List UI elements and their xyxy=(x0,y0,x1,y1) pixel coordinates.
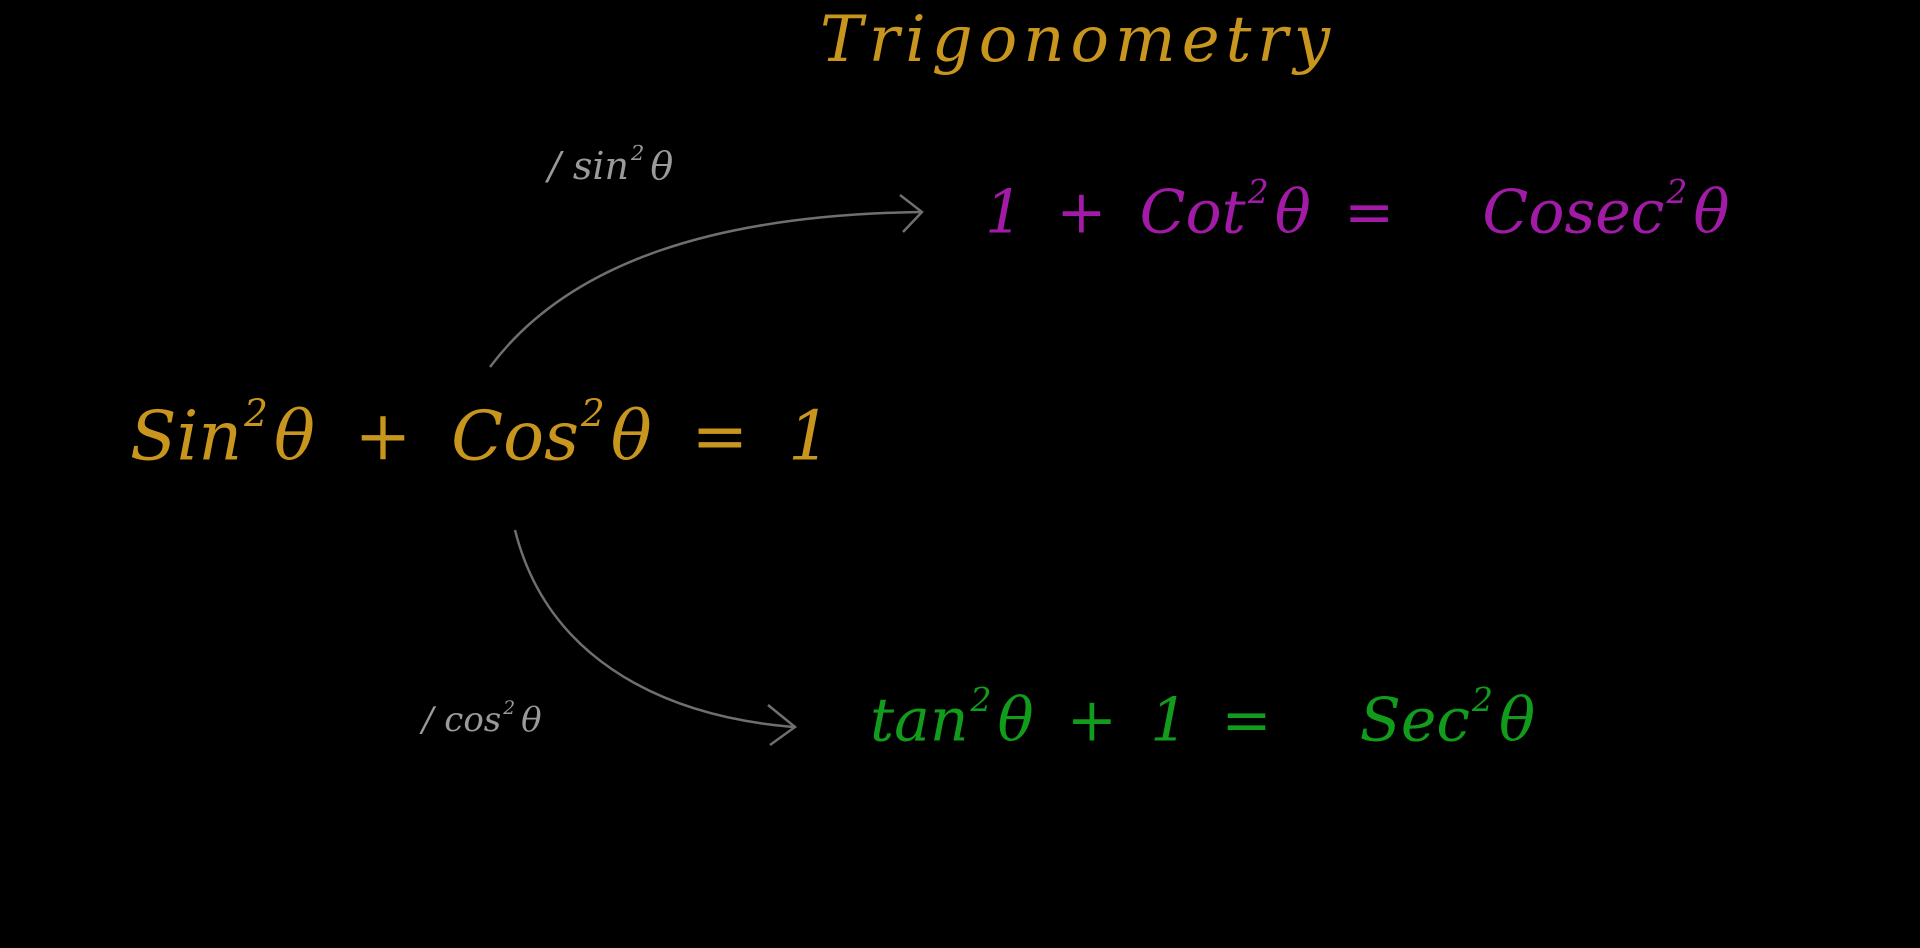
plus-sign: + xyxy=(1056,177,1107,248)
arrow-to-cot-identity xyxy=(488,210,921,368)
slash-mark: / xyxy=(422,699,434,740)
theta: θ xyxy=(610,397,652,477)
page-title: Trigonometry xyxy=(820,3,1337,77)
one: 1 xyxy=(985,177,1024,248)
sin-fn: sin xyxy=(572,143,630,188)
sin-fn: Sin xyxy=(130,397,243,477)
one: 1 xyxy=(1150,685,1189,756)
cos-fn: cos xyxy=(444,699,502,740)
arrow-head-top xyxy=(899,194,924,233)
equals-sign: = xyxy=(691,397,749,477)
rhs-one: 1 xyxy=(787,397,832,477)
theta: θ xyxy=(273,397,315,477)
cos-exponent: 2 xyxy=(503,698,516,719)
equals-sign: = xyxy=(1221,685,1272,756)
slash-mark: / xyxy=(548,143,561,188)
theta: θ xyxy=(997,685,1034,756)
sec-exponent: 2 xyxy=(1472,680,1494,719)
theta: θ xyxy=(521,699,542,740)
plus-sign: + xyxy=(1066,685,1118,756)
sec-fn: Sec xyxy=(1359,685,1471,756)
sin-exponent: 2 xyxy=(631,141,645,165)
equals-sign: = xyxy=(1343,177,1395,248)
theta: θ xyxy=(650,143,674,188)
cosec-fn: Cosec xyxy=(1482,177,1665,248)
tan-fn: tan xyxy=(870,685,969,756)
cosec-exponent: 2 xyxy=(1666,172,1688,211)
theta: θ xyxy=(1499,685,1536,756)
cot-fn: Cot xyxy=(1139,177,1246,248)
theta: θ xyxy=(1693,177,1730,248)
pythagorean-identity: Sin2θ + Cos2θ = 1 xyxy=(130,394,831,472)
arrow-to-tan-identity xyxy=(513,529,794,729)
tan-exponent: 2 xyxy=(970,680,992,719)
sin-exponent: 2 xyxy=(244,391,268,435)
cot-exponent: 2 xyxy=(1247,172,1269,211)
plus-sign: + xyxy=(354,397,412,477)
arrow-head-bottom xyxy=(767,704,798,747)
theta: θ xyxy=(1274,177,1311,248)
cos-fn: Cos xyxy=(451,397,579,477)
cos-exponent: 2 xyxy=(581,391,605,435)
